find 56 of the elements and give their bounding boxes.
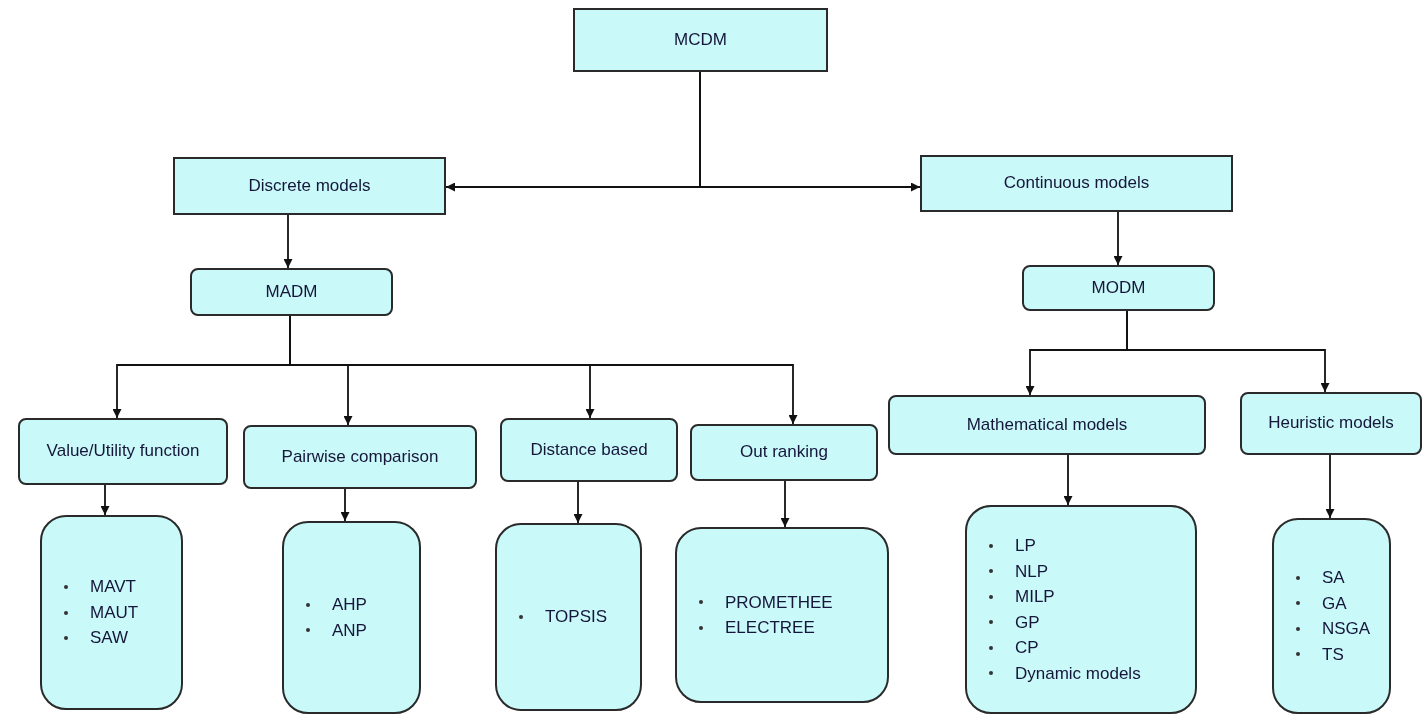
list-item: GP [1015, 611, 1040, 634]
list-box [40, 515, 183, 710]
process-box [18, 418, 228, 485]
arrow [340, 488, 350, 522]
arrow [283, 214, 293, 269]
box-label: Heuristic models [1268, 413, 1394, 434]
arrow [780, 480, 790, 528]
box-label: Distance based [530, 439, 648, 461]
list-item: NLP [1015, 560, 1049, 583]
list-box [495, 523, 642, 711]
list-item: ANP [332, 619, 367, 642]
process-box [690, 424, 878, 481]
arrow [1063, 454, 1073, 506]
list-item: GA [1322, 592, 1347, 615]
box-label: MODM [1091, 277, 1146, 299]
list-item: ELECTREE [725, 617, 815, 639]
arrow [1126, 310, 1330, 393]
process-box [173, 157, 446, 215]
list-item: AHP [332, 594, 367, 616]
arrow [1113, 211, 1123, 266]
list-box [675, 527, 889, 703]
list-item: MAVT [90, 576, 136, 599]
arrow [1325, 454, 1335, 519]
box-label: MCDM [674, 29, 727, 51]
list-item: CP [1015, 637, 1039, 659]
process-box [190, 268, 393, 316]
list-item: SA [1322, 567, 1345, 589]
list-item: SAW [90, 627, 129, 650]
process-box [500, 418, 678, 482]
process-box [1022, 265, 1215, 311]
arrow [100, 484, 110, 516]
list-item: LP [1015, 535, 1036, 557]
process-box [920, 155, 1233, 212]
box-label: Out ranking [740, 442, 828, 463]
process-box [1240, 392, 1422, 455]
arrow [699, 71, 921, 192]
list-item: MAUT [90, 601, 139, 624]
list-item: Dynamic models [1015, 662, 1141, 685]
box-label: Value/Utility function [46, 441, 200, 462]
box-label: MADM [265, 281, 318, 303]
list-box [965, 505, 1197, 714]
process-box [243, 425, 477, 489]
list-item: MILP [1015, 586, 1055, 608]
list-box [282, 521, 421, 714]
list-item: TS [1322, 643, 1344, 666]
list-item: PROMETHEE [725, 591, 833, 614]
list-item: TOPSIS [545, 606, 608, 629]
box-label: Pairwise comparison [281, 446, 439, 468]
process-box [573, 8, 828, 72]
process-box [888, 395, 1206, 455]
list-box [1272, 518, 1391, 714]
list-item: NSGA [1322, 618, 1371, 640]
box-label: Discrete models [248, 175, 371, 197]
box-label: Continuous models [1003, 173, 1150, 194]
arrow [573, 481, 583, 524]
box-label: Mathematical models [966, 414, 1128, 436]
